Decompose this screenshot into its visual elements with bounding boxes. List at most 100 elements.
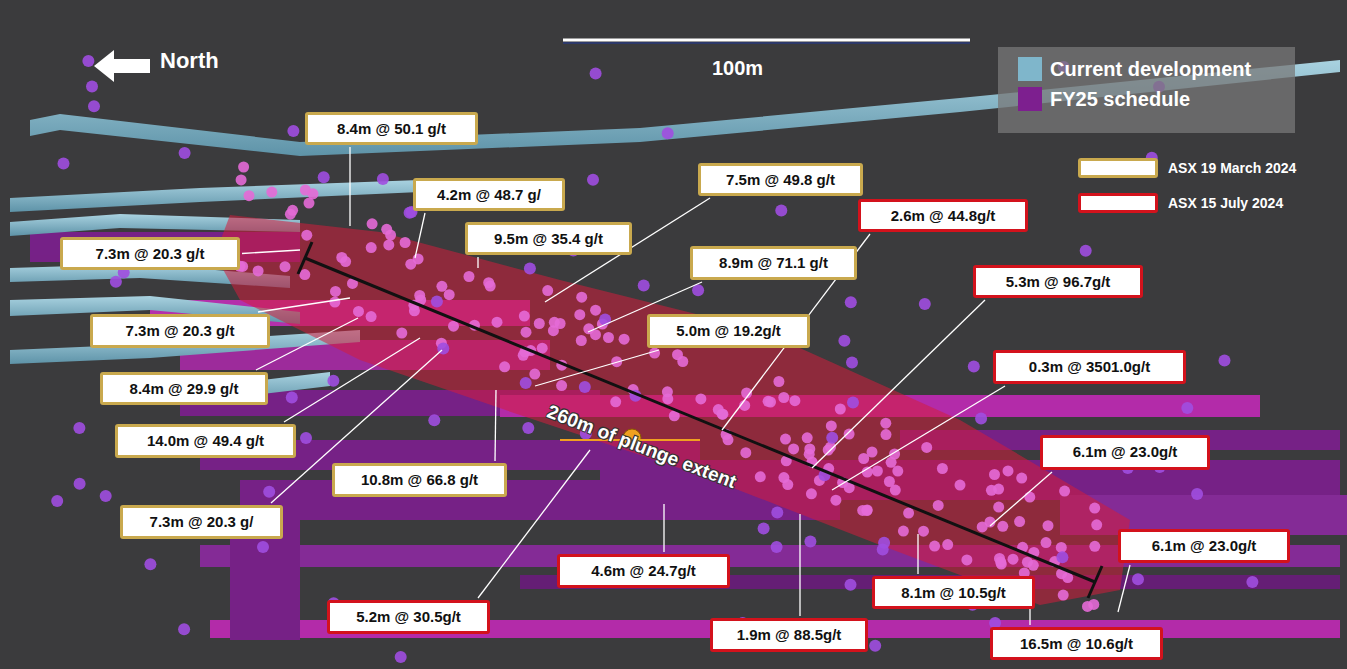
intercept-dot: [775, 205, 787, 217]
intercept-dot: [534, 318, 545, 329]
legend-text: ASX 19 March 2024: [1168, 160, 1296, 176]
intercept-dot: [989, 469, 1000, 480]
intercept-dot: [286, 392, 298, 404]
intercept-dot: [1058, 590, 1069, 601]
legend-entry: ASX 15 July 2024: [1078, 193, 1283, 213]
intercept-dot: [845, 579, 857, 591]
intercept-dot: [921, 442, 932, 453]
intercept-dot: [886, 457, 897, 468]
intercept-dot: [937, 463, 948, 474]
legend-entry: Current development: [1018, 57, 1251, 81]
intercept-dot: [522, 422, 534, 434]
intercept-dot: [788, 443, 799, 454]
legend-text: ASX 15 July 2024: [1168, 195, 1283, 211]
intercept-dot: [82, 55, 94, 67]
intercept-dot: [826, 420, 837, 431]
legend-entry: ASX 19 March 2024: [1078, 158, 1296, 178]
callout-box: 8.9m @ 71.1 g/t: [690, 246, 857, 280]
assay-result: 8.9m @ 71.1 g/t: [702, 254, 845, 271]
assay-result: 7.3m @ 20.3 g/t: [102, 322, 258, 339]
intercept-dot: [672, 349, 683, 360]
intercept-dot: [329, 297, 340, 308]
intercept-dot: [1132, 573, 1144, 585]
intercept-dot: [1008, 554, 1019, 565]
intercept-dot: [428, 414, 440, 426]
intercept-dot: [524, 262, 536, 274]
intercept-dot: [238, 162, 249, 173]
intercept-dot: [638, 280, 650, 292]
leader-line: [832, 386, 1005, 490]
intercept-dot: [975, 413, 987, 425]
intercept-dot: [773, 376, 784, 387]
intercept-dot: [413, 253, 424, 264]
callout-box: 7.3m @ 20.3 g/t: [60, 237, 240, 270]
intercept-dot: [1059, 486, 1070, 497]
callout-box: 1.9m @ 88.5g/t: [710, 618, 868, 652]
intercept-dot: [574, 309, 585, 320]
callout-box: 0.3m @ 3501.0g/t: [993, 350, 1186, 384]
intercept-dot: [236, 174, 247, 185]
legend-swatch: [1018, 87, 1042, 111]
assay-result: 10.8m @ 66.8 g/t: [344, 471, 495, 488]
intercept-dot: [1056, 542, 1067, 553]
intercept-dot: [144, 558, 156, 570]
intercept-dot: [74, 478, 86, 490]
scale-bar: [563, 39, 970, 42]
intercept-dot: [400, 237, 411, 248]
legend-swatch: [1018, 57, 1042, 81]
assay-result: 4.2m @ 48.7 g/: [425, 186, 553, 203]
drill-intercepts: [51, 55, 1258, 663]
leader-line: [535, 350, 659, 386]
assay-result: 8.4m @ 50.1 g/t: [317, 120, 466, 137]
assay-result: 7.5m @ 49.8 g/t: [710, 171, 851, 188]
intercept-dot: [542, 285, 553, 296]
intercept-dot: [367, 218, 378, 229]
callout-box: 7.5m @ 49.8 g/t: [698, 163, 863, 196]
intercept-dot: [802, 432, 813, 443]
intercept-dot: [1219, 355, 1231, 367]
callout-box: 9.5m @ 35.4 g/t: [465, 222, 632, 255]
intercept-dot: [881, 429, 892, 440]
intercept-dot: [1191, 488, 1203, 500]
intercept-dot: [892, 466, 903, 477]
intercept-dot: [576, 335, 587, 346]
intercept-dot: [1080, 245, 1092, 257]
intercept-dot: [301, 230, 312, 241]
intercept-dot: [383, 239, 394, 250]
scale-label: 100m: [712, 57, 763, 80]
intercept-dot: [993, 502, 1004, 513]
intercept-dot: [244, 190, 255, 201]
intercept-dot: [280, 261, 291, 272]
assay-result: 1.9m @ 88.5g/t: [722, 626, 856, 643]
intercept-dot: [178, 623, 190, 635]
intercept-dot: [253, 265, 264, 276]
intercept-dot: [287, 205, 298, 216]
intercept-dot: [1016, 473, 1027, 484]
intercept-dot: [110, 276, 122, 288]
intercept-dot: [1091, 519, 1102, 530]
intercept-dot: [1014, 516, 1025, 527]
intercept-dot: [1043, 520, 1054, 531]
intercept-dot: [723, 434, 734, 445]
intercept-dot: [336, 252, 347, 263]
assay-result: 2.6m @ 44.8g/t: [870, 207, 1016, 224]
assay-result: 6.1m @ 23.0g/t: [1130, 537, 1278, 554]
intercept-dot: [903, 508, 914, 519]
intercept-dot: [499, 361, 510, 372]
intercept-dot: [610, 396, 621, 407]
leader-line: [812, 300, 985, 468]
intercept-dot: [599, 314, 611, 326]
intercept-dot: [955, 480, 966, 491]
intercept-dot: [789, 395, 800, 406]
assay-result: 16.5m @ 10.6g/t: [1002, 635, 1151, 652]
assay-result: 0.3m @ 3501.0g/t: [1005, 358, 1174, 375]
callout-box: 6.1m @ 23.0g/t: [1118, 529, 1290, 563]
intercept-dot: [263, 486, 275, 498]
intercept-dot: [556, 380, 567, 391]
intercept-dot: [492, 317, 503, 328]
intercept-dot: [1089, 541, 1100, 552]
assay-result: 8.1m @ 10.5g/t: [884, 584, 1023, 601]
intercept-dot: [986, 485, 997, 496]
intercept-dot: [287, 125, 299, 137]
intercept-dot: [1181, 402, 1193, 414]
